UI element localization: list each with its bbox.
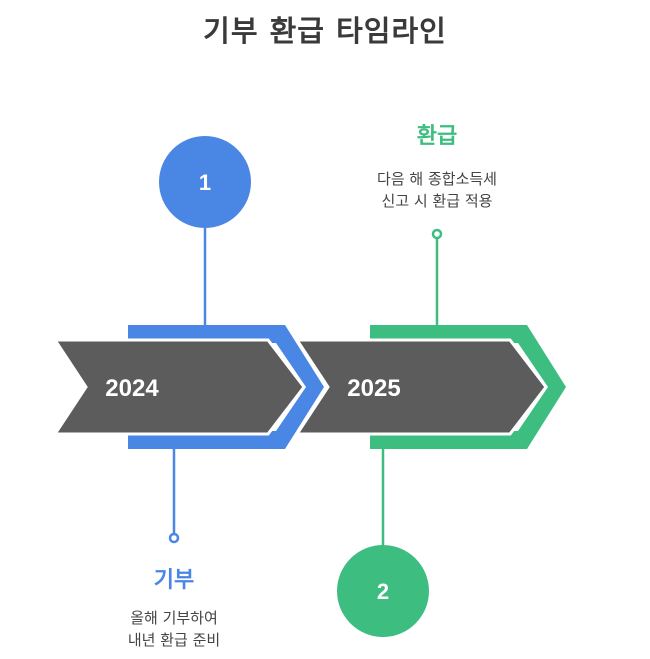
step-2-connector-dot <box>431 228 443 240</box>
step-1-chevron-band <box>128 325 324 449</box>
step-2-chevron-band <box>370 325 566 449</box>
step-2-number-circle <box>337 545 429 637</box>
step-1-description-line-1: 올해 기부하여 <box>130 609 218 627</box>
step-1-description: 올해 기부하여 내년 환급 준비 <box>74 607 274 651</box>
step-1-connector-dot <box>168 532 180 544</box>
step-2-arrow <box>294 338 548 436</box>
page-title: 기부 환급 타임라인 <box>203 14 447 48</box>
step-2-description-line-2: 신고 시 환급 적용 <box>381 192 493 210</box>
step-1-description-line-2: 내년 환급 준비 <box>127 631 221 649</box>
step-1-number: 1 <box>199 170 211 195</box>
step-1-heading: 기부 <box>153 568 195 593</box>
step-2-description-line-1: 다음 해 종합소득세 <box>377 170 497 188</box>
year-2024-label: 2024 <box>105 375 159 402</box>
step-2-number: 2 <box>377 579 389 604</box>
year-2025-label: 2025 <box>347 375 400 402</box>
step-2-description: 다음 해 종합소득세 신고 시 환급 적용 <box>337 168 537 212</box>
step-1-arrow <box>52 338 306 436</box>
step-2-heading: 환급 <box>416 124 458 149</box>
step-1-number-circle <box>159 136 251 228</box>
